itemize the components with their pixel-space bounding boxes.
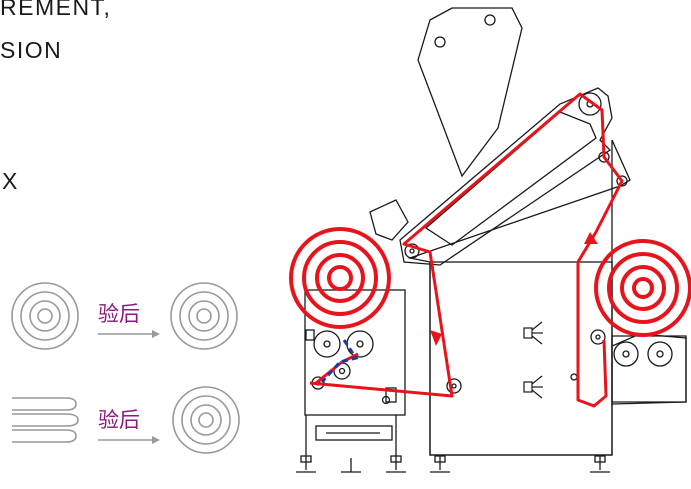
heading-line-3: X bbox=[2, 168, 19, 194]
process-label-bottom: 验后 bbox=[98, 408, 140, 432]
flat-stack-icon bbox=[12, 397, 79, 443]
heading-line-1: REMENT, bbox=[0, 0, 112, 20]
unwind-roll bbox=[289, 227, 391, 329]
roll-icon bbox=[170, 282, 238, 350]
sensor-icon bbox=[523, 375, 543, 399]
roll-icon bbox=[172, 386, 240, 454]
rewind-roll bbox=[594, 239, 691, 337]
rollers bbox=[311, 92, 673, 394]
machine-feet bbox=[296, 415, 610, 473]
process-label-top: 验后 bbox=[98, 302, 140, 326]
sensor-icon bbox=[523, 321, 543, 345]
path-arrow-icon bbox=[430, 232, 598, 346]
heading-line-2: SION bbox=[0, 37, 63, 63]
machine-frame bbox=[296, 7, 687, 473]
spiral-roll-icon bbox=[11, 282, 79, 350]
dashed-guide bbox=[320, 339, 359, 384]
web-path bbox=[309, 92, 624, 408]
arrow-right-icon bbox=[98, 436, 160, 444]
arrow-right-icon bbox=[98, 330, 160, 338]
